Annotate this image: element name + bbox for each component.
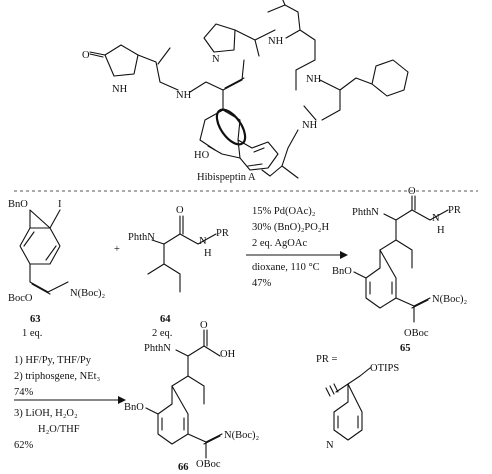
n-pro: N	[212, 54, 220, 65]
pr-65: PR	[448, 205, 461, 216]
cond2-line6: 62%	[14, 440, 34, 451]
hibispeptin-name: Hibispeptin A	[197, 172, 256, 183]
iodo-63: I	[58, 199, 62, 210]
compound-64: O PhthN N H PR 64 2 eq.	[128, 205, 229, 339]
o-65: O	[408, 186, 416, 197]
plus-sign: +	[114, 244, 120, 255]
bno-66: BnO	[124, 402, 144, 413]
nboc-63: N(Boc)₂	[70, 288, 105, 299]
h-64: H	[204, 248, 212, 259]
ho-label: HO	[194, 150, 210, 161]
o-64: O	[176, 205, 184, 216]
label-66-text: 66	[178, 462, 189, 473]
nboc-65: N(Boc)₂	[432, 294, 467, 305]
cond2-line2: 2) triphosgene, NEt₃	[14, 371, 101, 382]
obc-66: OBoc	[196, 459, 221, 470]
cond1-line4: dioxane, 110 °C	[252, 262, 320, 273]
label-65: 65	[400, 343, 411, 354]
label-63: 63	[30, 314, 41, 325]
cond2-line5: H₂O/THF	[38, 424, 80, 435]
equiv-64: 2 eq.	[152, 328, 172, 339]
compound-63: BnO I BocO N(Boc)₂ 63 1 eq.	[8, 199, 105, 339]
arrowhead-1	[340, 251, 348, 259]
phthn-65: PhthN	[352, 207, 379, 218]
cond1-line5: 47%	[252, 278, 272, 289]
bno-63: BnO	[8, 199, 28, 210]
lactam-o: O	[82, 50, 90, 61]
boco-63: BocO	[8, 293, 33, 304]
n-64: N	[199, 236, 207, 247]
hibispeptin-structure: O NH NH N NH NH NH HO Hibispeptin A	[82, 0, 409, 183]
phthn-66: PhthN	[144, 343, 171, 354]
compound-65: O PhthN N H PR BnO N(Boc)₂ OBoc 65	[332, 186, 467, 354]
o-66: O	[200, 320, 208, 331]
pyridine-n: N	[326, 440, 334, 451]
arrowhead-2	[118, 396, 126, 404]
nh-ile: NH	[176, 90, 192, 101]
bno-65: BnO	[332, 266, 352, 277]
n-65: N	[432, 213, 440, 224]
pr-64: PR	[216, 228, 229, 239]
nh-phe: NH	[306, 74, 322, 85]
obc-65: OBoc	[404, 328, 429, 339]
nboc-66: N(Boc)₂	[224, 430, 259, 441]
phthn-64: PhthN	[128, 232, 155, 243]
cond2-line1: 1) HF/Py, THF/Py	[14, 355, 92, 366]
nh-leu: NH	[268, 36, 284, 47]
nh-gly: NH	[302, 120, 318, 131]
otips: OTIPS	[370, 363, 399, 374]
label-64: 64	[160, 314, 171, 325]
nh-pyroglu: NH	[112, 84, 128, 95]
cond1-line1: 15% Pd(OAc)₂	[252, 206, 316, 217]
cond1-line2: 30% (BnO)₂PO₂H	[252, 222, 329, 233]
pr-definition: PR = OTIPS N	[316, 354, 399, 451]
cond1-line3: 2 eq. AgOAc	[252, 238, 307, 249]
cond2-line4: 3) LiOH, H₂O₂	[14, 408, 78, 419]
oh-66: OH	[220, 349, 236, 360]
cond2-line3: 74%	[14, 387, 34, 398]
compound-66: O OH PhthN BnO N(Boc)₂ OBoc	[124, 320, 259, 470]
equiv-63: 1 eq.	[22, 328, 42, 339]
h-65: H	[437, 225, 445, 236]
pr-equals: PR =	[316, 354, 337, 365]
